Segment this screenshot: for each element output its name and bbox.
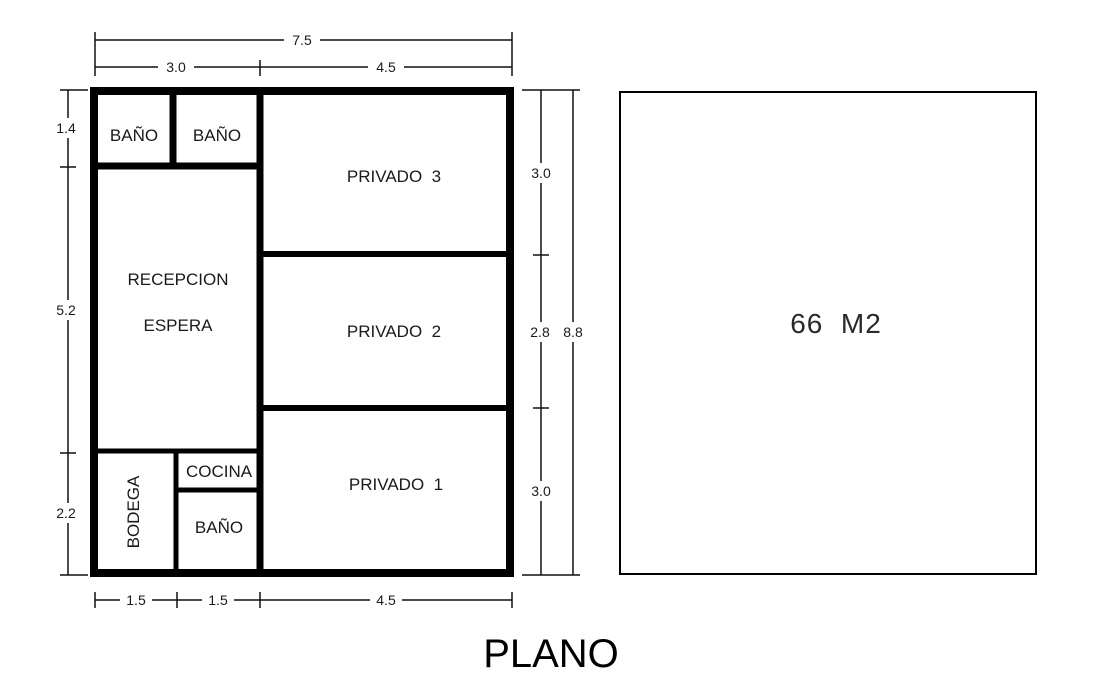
room-bodega: BODEGA bbox=[124, 475, 143, 548]
dim-bottom-1: 1.5 bbox=[126, 592, 146, 608]
room-privado-1: PRIVADO 1 bbox=[349, 475, 443, 494]
dim-right-total: 8.8 bbox=[563, 324, 583, 340]
dim-bottom-2: 1.5 bbox=[208, 592, 228, 608]
room-espera: ESPERA bbox=[144, 316, 214, 335]
dim-top-right: 4.5 bbox=[376, 59, 396, 75]
room-bano-top-right: BAÑO bbox=[193, 126, 241, 145]
dim-left-3: 2.2 bbox=[56, 505, 76, 521]
dim-right-2: 2.8 bbox=[530, 324, 550, 340]
dim-right-1: 3.0 bbox=[531, 165, 551, 181]
outer-wall bbox=[90, 87, 514, 577]
room-bano-bottom: BAÑO bbox=[195, 518, 243, 537]
walls bbox=[90, 87, 514, 577]
dim-left-1: 1.4 bbox=[56, 120, 76, 136]
dim-top-left: 3.0 bbox=[166, 59, 186, 75]
diagram-caption: PLANO bbox=[483, 632, 619, 676]
dim-right-3: 3.0 bbox=[531, 483, 551, 499]
room-cocina: COCINA bbox=[186, 462, 253, 481]
bottom-dimensions bbox=[94, 592, 513, 608]
dim-left-2: 5.2 bbox=[56, 302, 76, 318]
room-bano-top-left: BAÑO bbox=[110, 126, 158, 145]
area-box bbox=[619, 91, 1037, 575]
area-label: 66 M2 bbox=[790, 308, 882, 339]
room-privado-3: PRIVADO 3 bbox=[347, 167, 441, 186]
dim-top-total: 7.5 bbox=[292, 32, 312, 48]
room-recepcion: RECEPCION bbox=[127, 270, 228, 289]
left-dimensions bbox=[60, 89, 88, 576]
room-privado-2: PRIVADO 2 bbox=[347, 322, 441, 341]
dim-bottom-3: 4.5 bbox=[376, 592, 396, 608]
